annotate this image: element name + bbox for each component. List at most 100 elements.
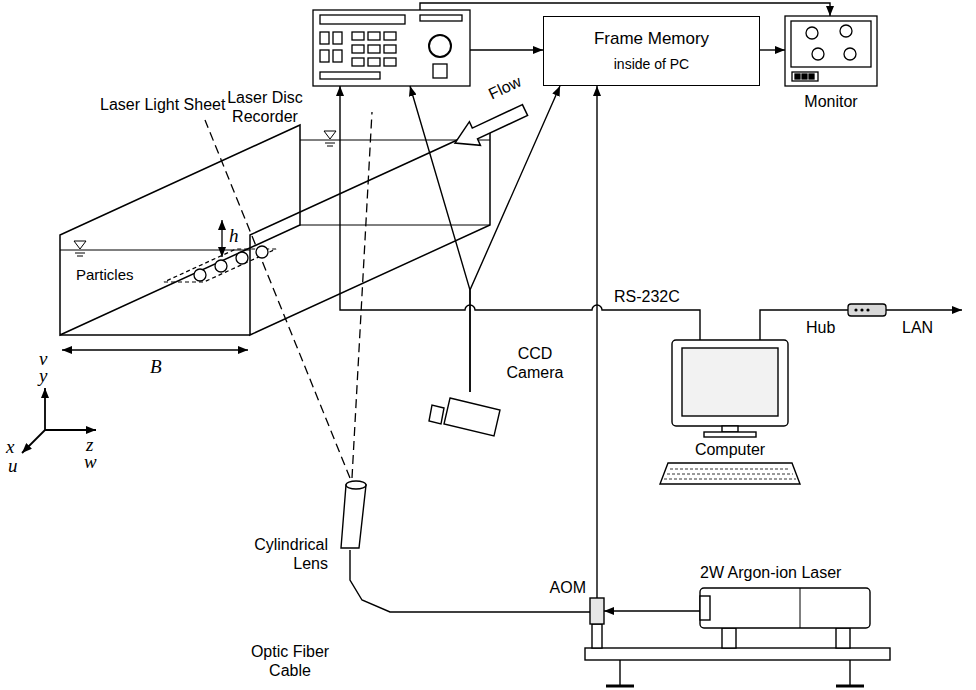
laser-seam	[800, 588, 801, 628]
particle	[256, 246, 268, 258]
laser-mount	[836, 628, 850, 648]
lens-face	[346, 481, 366, 489]
signal-line	[470, 49, 543, 50]
computer-screen	[682, 348, 778, 416]
dimension-label: h	[229, 226, 239, 245]
recorder-slot	[420, 15, 462, 21]
depth-dimension	[221, 220, 222, 257]
recorder-button	[333, 50, 342, 62]
axis-label: x	[6, 437, 14, 456]
bench-rail	[585, 648, 890, 660]
monitor-dot	[840, 25, 852, 37]
dimension-label: B	[150, 357, 162, 376]
hub-light	[854, 308, 857, 311]
recorder-button	[384, 32, 396, 40]
recorder-button	[333, 32, 342, 44]
particle-label: Particles	[76, 266, 134, 284]
recorder-button	[320, 50, 329, 62]
aom-mount	[592, 624, 602, 648]
water-level-mark	[325, 143, 335, 146]
recorder-button	[384, 45, 396, 53]
monitor-dot	[844, 48, 856, 60]
camera-body	[444, 398, 500, 436]
flow-arrow	[455, 105, 528, 146]
recorder-button	[433, 64, 447, 78]
axis-label: w	[84, 452, 97, 471]
node-label: 2W Argon-ion Laser	[700, 563, 880, 582]
particles	[164, 246, 276, 282]
sheet-label: Laser Light Sheet	[100, 95, 225, 114]
particle	[215, 260, 227, 272]
bench-foot	[836, 685, 864, 688]
computer-stand	[722, 426, 738, 432]
axis-label: y	[39, 366, 47, 385]
node-label: Laser Disc Recorder	[223, 88, 307, 126]
light-sheet-edge	[205, 120, 350, 478]
node-label: Cylindrical Lens	[228, 535, 328, 573]
signal-line	[350, 550, 590, 612]
lens-node: Cylindrical Lens	[336, 480, 370, 550]
computer-device	[660, 340, 800, 484]
node-label: AOM	[542, 578, 586, 597]
monitor-button	[809, 74, 814, 79]
node-label: Frame Memory	[594, 29, 709, 49]
channel	[60, 125, 490, 335]
hub-node: Hub	[848, 304, 886, 316]
recorder-button	[352, 58, 364, 66]
recorder-device	[313, 10, 470, 86]
bench-foot	[606, 685, 634, 688]
memory-box: Frame Memory inside of PC	[543, 16, 760, 86]
laser-output	[700, 596, 710, 620]
laser-mount	[722, 628, 736, 648]
network-label: LAN	[902, 318, 933, 337]
signal-line	[420, 3, 830, 16]
signal-line	[604, 610, 700, 611]
hub-light	[866, 308, 869, 311]
camera-lens	[429, 405, 444, 424]
node-label: inside of PC	[614, 56, 689, 73]
light-sheet-edge	[352, 112, 372, 478]
monitor-screen	[791, 21, 871, 67]
signal-line	[340, 86, 700, 340]
node-label: CCD Camera	[502, 344, 568, 382]
recorder-knob	[429, 35, 451, 57]
axis-arrow	[44, 388, 46, 430]
flow-label: Flow	[486, 72, 525, 104]
aom-node: AOM	[590, 598, 604, 624]
bench-leg	[619, 660, 620, 686]
monitor-button	[795, 74, 800, 79]
recorder-button	[368, 58, 380, 66]
recorder-button	[384, 58, 396, 66]
lens-body	[341, 485, 366, 548]
particle	[236, 252, 248, 264]
water-level-mark	[324, 131, 336, 139]
water-level-mark	[75, 253, 85, 256]
lan-arrow	[886, 309, 962, 310]
recorder-button	[368, 32, 380, 40]
hub-device	[848, 304, 886, 316]
cable-label: Optic Fiber Cable	[240, 642, 340, 680]
monitor-node: Monitor	[785, 16, 877, 86]
signal-line	[760, 49, 785, 50]
axis-label: u	[8, 456, 18, 475]
monitor-dot	[806, 27, 818, 39]
node-label: Computer	[660, 440, 800, 459]
node-label: Monitor	[785, 92, 877, 111]
water-level-mark	[74, 241, 86, 249]
recorder-display	[320, 15, 405, 24]
computer-node: Computer	[660, 340, 800, 485]
light-sheet	[205, 112, 372, 478]
signal-line	[596, 86, 597, 598]
axis-arrow	[22, 430, 45, 453]
aom-box	[590, 598, 604, 624]
recorder-button	[352, 32, 364, 40]
line-label: RS-232C	[612, 287, 682, 306]
channel-floor-edge	[60, 334, 250, 336]
width-dimension	[62, 349, 248, 350]
recorder-button	[320, 32, 329, 44]
particle	[194, 269, 206, 281]
laser-node: 2W Argon-ion Laser	[700, 588, 870, 628]
camera-node: CCD Camera	[436, 392, 502, 438]
lens-device	[341, 481, 366, 548]
